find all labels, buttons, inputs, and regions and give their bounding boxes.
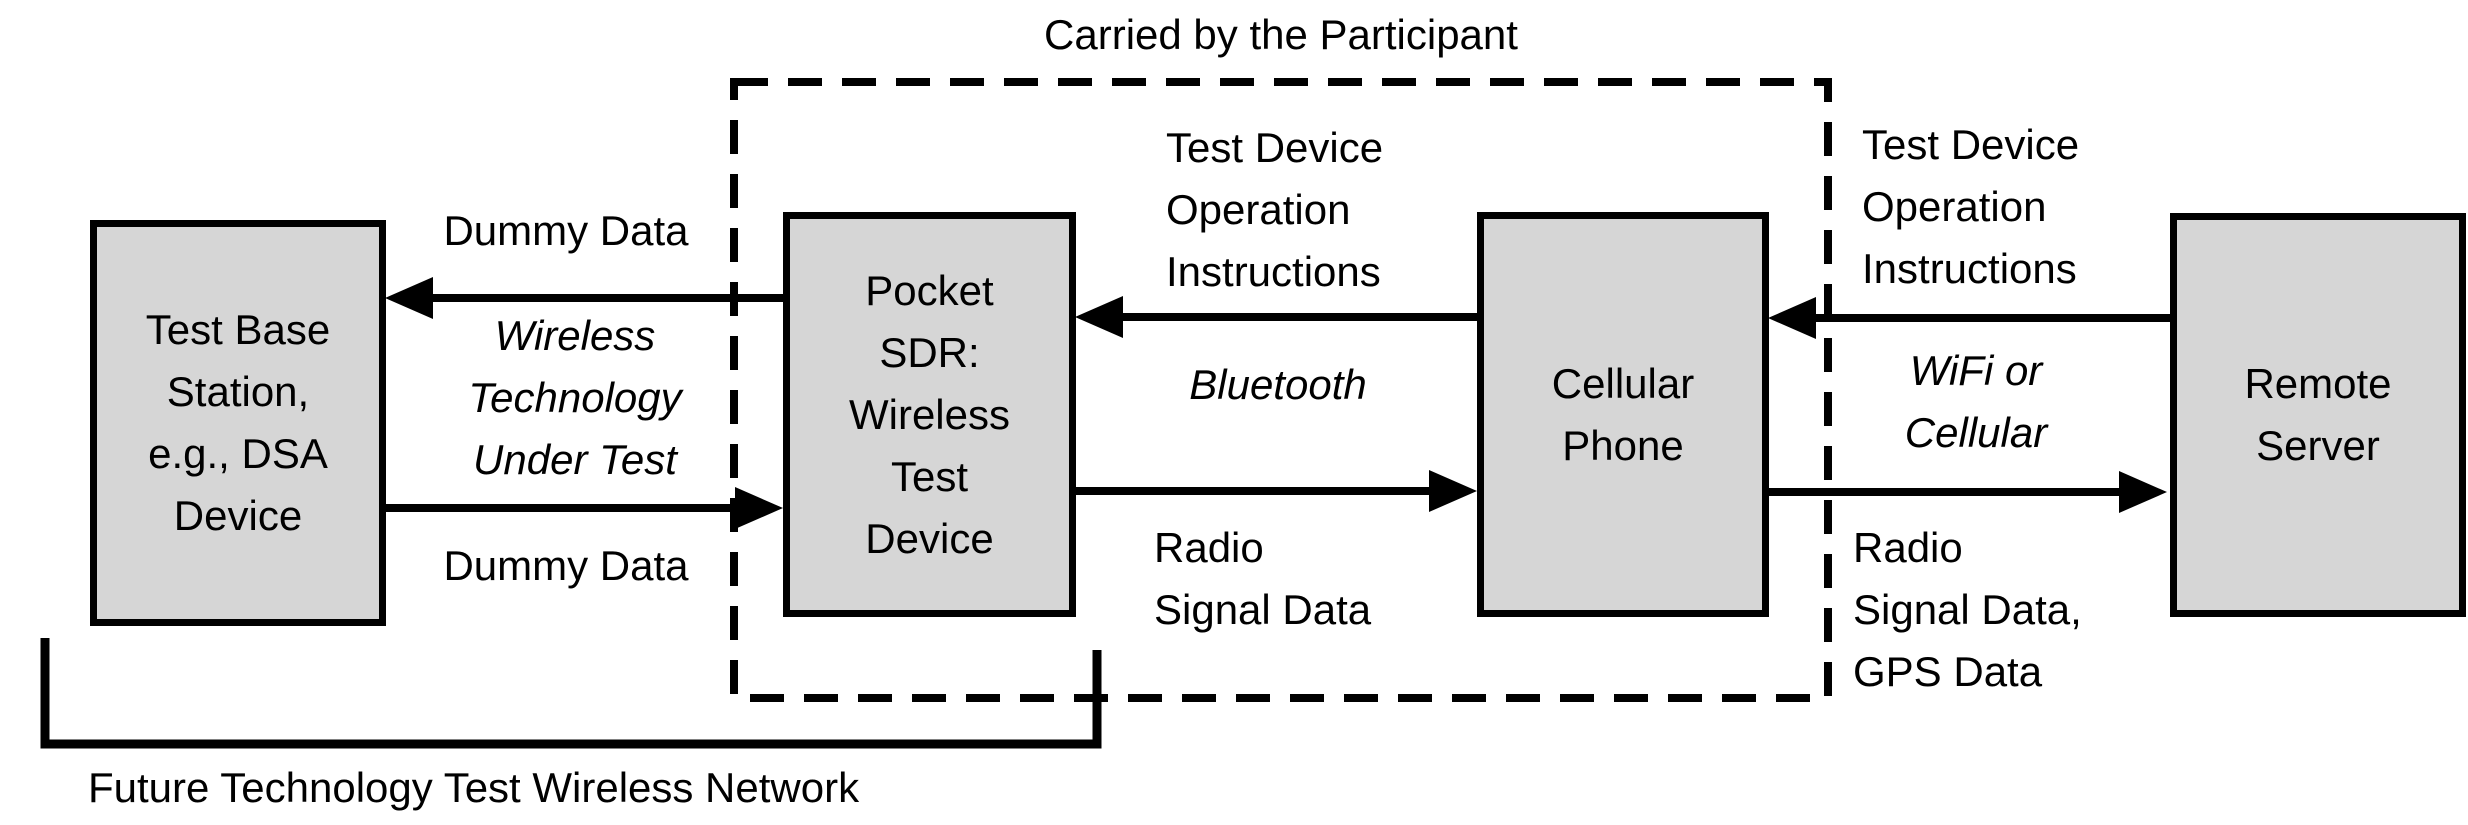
arrow-phone-to-server <box>1768 471 2167 513</box>
label-bluetooth: Bluetooth <box>1189 361 1367 408</box>
arrow-phone-to-sdr <box>1075 296 1477 338</box>
carried-by-participant-dashed-boundary <box>730 78 1832 702</box>
box-test-base-station-label: Test Base Station, e.g., DSA Device <box>145 306 331 539</box>
label-wireless-technology-under-test: Wireless Technology Under Test <box>468 312 682 483</box>
carried-by-participant-title: Carried by the Participant <box>1044 11 1518 58</box>
box-pocket-sdr-label: Pocket SDR: Wireless Test Device <box>848 266 1010 562</box>
label-test-device-operation-instructions-right: Test Device Operation Instructions <box>1862 121 2080 292</box>
arrow-sdr-to-phone <box>1075 470 1477 512</box>
box-remote-server: Remote Server <box>2170 213 2466 617</box>
box-pocket-sdr: Pocket SDR: Wireless Test Device <box>783 212 1076 617</box>
label-radio-signal-gps-data: Radio Signal Data, GPS Data <box>1853 524 2082 695</box>
box-test-base-station: Test Base Station, e.g., DSA Device <box>90 220 386 626</box>
label-radio-signal-data-mid: Radio Signal Data <box>1154 524 1372 633</box>
label-wifi-or-cellular: WiFi or Cellular <box>1904 347 2048 456</box>
arrow-sdr-to-basestation <box>385 277 783 319</box>
arrow-server-to-phone <box>1768 297 2170 339</box>
box-cellular-phone: Cellular Phone <box>1477 212 1769 617</box>
label-dummy-data-top: Dummy Data <box>443 207 689 254</box>
box-remote-server-label: Remote Server <box>2244 360 2392 469</box>
arrow-basestation-to-sdr <box>385 487 783 529</box>
box-cellular-phone-label: Cellular Phone <box>1551 359 1695 469</box>
future-network-caption: Future Technology Test Wireless Network <box>88 764 860 811</box>
future-network-bracket <box>40 638 1102 749</box>
label-dummy-data-bottom: Dummy Data <box>443 542 689 589</box>
label-test-device-operation-instructions-mid: Test Device Operation Instructions <box>1166 124 1384 295</box>
